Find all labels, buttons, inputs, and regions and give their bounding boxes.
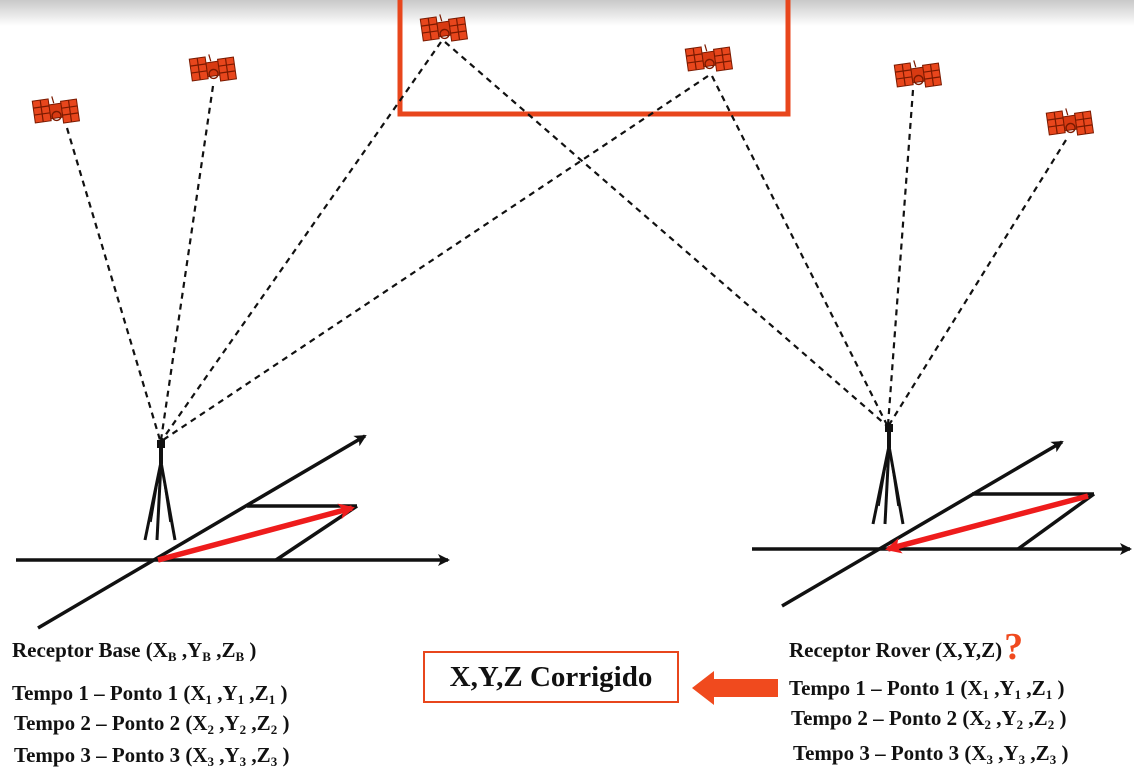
rover-vector	[885, 493, 1089, 554]
arrow-left-icon	[692, 671, 778, 705]
tripod-receiver-icon	[143, 438, 177, 542]
result-box: X,Y,Z Corrigido	[423, 651, 679, 703]
header-band	[0, 0, 1134, 26]
base-receiver	[16, 434, 450, 630]
base-grid-side	[275, 504, 358, 562]
base-row-2: Tempo 2 – Ponto 2 (X2 ,Y2 ,Z2 )	[14, 711, 290, 737]
signal-lines	[65, 41, 1067, 441]
tripod-receiver-icon	[871, 422, 905, 526]
rover-grid-side	[1016, 492, 1096, 551]
base-title: Receptor Base (XB ,YB ,ZB )	[12, 638, 257, 664]
question-mark: ?	[1004, 626, 1024, 668]
satellite-icon	[893, 56, 943, 92]
rover-row-1: Tempo 1 – Ponto 1 (X1 ,Y1 ,Z1 )	[789, 676, 1065, 702]
base-row-1: Tempo 1 – Ponto 1 (X1 ,Y1 ,Z1 )	[12, 681, 288, 707]
base-row-3: Tempo 3 – Ponto 3 (X3 ,Y3 ,Z3 )	[14, 743, 290, 769]
highlight-frame	[397, 0, 791, 117]
rover-title: Receptor Rover (X,Y,Z)?	[789, 626, 1024, 668]
satellite-icon	[188, 50, 238, 86]
rover-axis-y	[781, 440, 1064, 608]
result-label: X,Y,Z Corrigido	[449, 660, 653, 693]
rover-row-3: Tempo 3 – Ponto 3 (X3 ,Y3 ,Z3 )	[793, 741, 1069, 767]
satellite-icon	[1045, 104, 1095, 140]
base-axis-y	[37, 434, 367, 630]
rover-receiver	[752, 422, 1132, 608]
base-vector	[157, 503, 355, 563]
satellite-icon	[684, 40, 734, 76]
satellite-icon	[31, 92, 81, 128]
rover-row-2: Tempo 2 – Ponto 2 (X2 ,Y2 ,Z2 )	[791, 706, 1067, 732]
